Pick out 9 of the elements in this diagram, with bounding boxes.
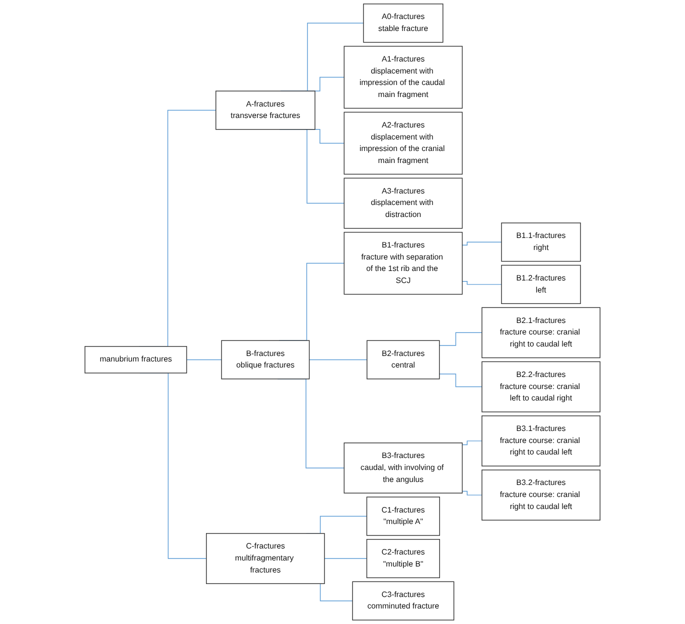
connector bbox=[462, 440, 482, 446]
connector bbox=[324, 558, 368, 559]
connector bbox=[186, 359, 222, 360]
connector bbox=[308, 359, 368, 360]
connector bbox=[462, 281, 502, 285]
connector bbox=[462, 490, 482, 496]
connector bbox=[439, 374, 482, 388]
connector bbox=[439, 332, 482, 346]
connector bbox=[462, 242, 502, 246]
